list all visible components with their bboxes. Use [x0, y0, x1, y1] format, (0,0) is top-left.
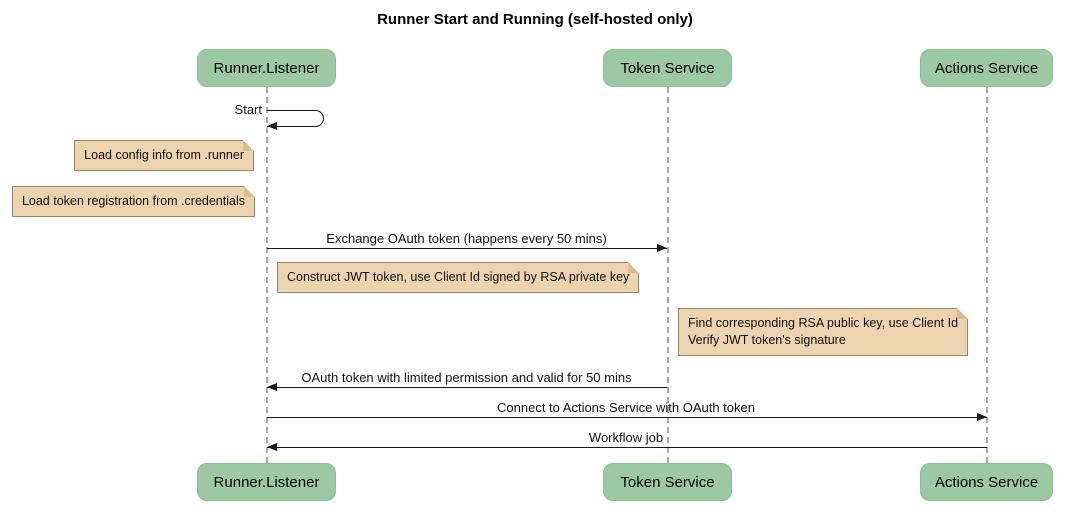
message-start-label: Start	[234, 102, 262, 117]
participant-label: Token Service	[620, 59, 715, 77]
lifeline-actions-service	[986, 87, 988, 463]
lifeline-runner-listener	[266, 87, 268, 463]
participant-actions-service-bottom: Actions Service	[920, 463, 1053, 501]
participant-label: Runner.Listener	[213, 59, 320, 77]
participant-runner-listener-top: Runner.Listener	[197, 49, 336, 87]
participant-label: Runner.Listener	[213, 473, 320, 491]
arrowhead-right-icon	[657, 244, 667, 252]
message-oauth-return-label: OAuth token with limited permission and …	[301, 370, 632, 385]
note-text-line1: Find corresponding RSA public key, use C…	[688, 316, 959, 330]
participant-label: Actions Service	[934, 473, 1039, 491]
note-construct-jwt: Construct JWT token, use Client Id signe…	[277, 262, 640, 293]
arrowhead-left-icon	[267, 383, 277, 391]
arrowhead-left-icon	[267, 122, 277, 130]
note-load-config: Load config info from .runner	[74, 140, 254, 171]
note-text: Load token registration from .credential…	[21, 194, 245, 208]
arrowhead-right-icon	[977, 413, 987, 421]
note-text-line2: Verify JWT token's signature	[688, 333, 846, 347]
message-exchange-line	[267, 248, 667, 249]
self-loop-line	[267, 110, 324, 127]
arrowhead-left-icon	[267, 443, 277, 451]
participant-label: Actions Service	[934, 59, 1039, 77]
note-text: Construct JWT token, use Client Id signe…	[287, 270, 630, 284]
participant-token-service-bottom: Token Service	[603, 463, 732, 501]
message-workflow-line	[267, 447, 987, 448]
participant-actions-service-top: Actions Service	[920, 49, 1053, 87]
message-workflow-label: Workflow job	[588, 430, 664, 445]
participant-label: Token Service	[620, 473, 715, 491]
message-exchange-label: Exchange OAuth token (happens every 50 m…	[326, 231, 607, 246]
note-text: Load config info from .runner	[84, 148, 244, 162]
lifeline-token-service	[667, 87, 669, 463]
diagram-title: Runner Start and Running (self-hosted on…	[377, 11, 693, 28]
message-connect-line	[267, 417, 987, 418]
note-load-credentials: Load token registration from .credential…	[11, 186, 256, 217]
participant-token-service-top: Token Service	[603, 49, 732, 87]
message-oauth-return-line	[267, 387, 667, 388]
message-connect-label: Connect to Actions Service with OAuth to…	[497, 400, 755, 415]
note-verify-jwt: Find corresponding RSA public key, use C…	[678, 308, 969, 356]
participant-runner-listener-bottom: Runner.Listener	[197, 463, 336, 501]
